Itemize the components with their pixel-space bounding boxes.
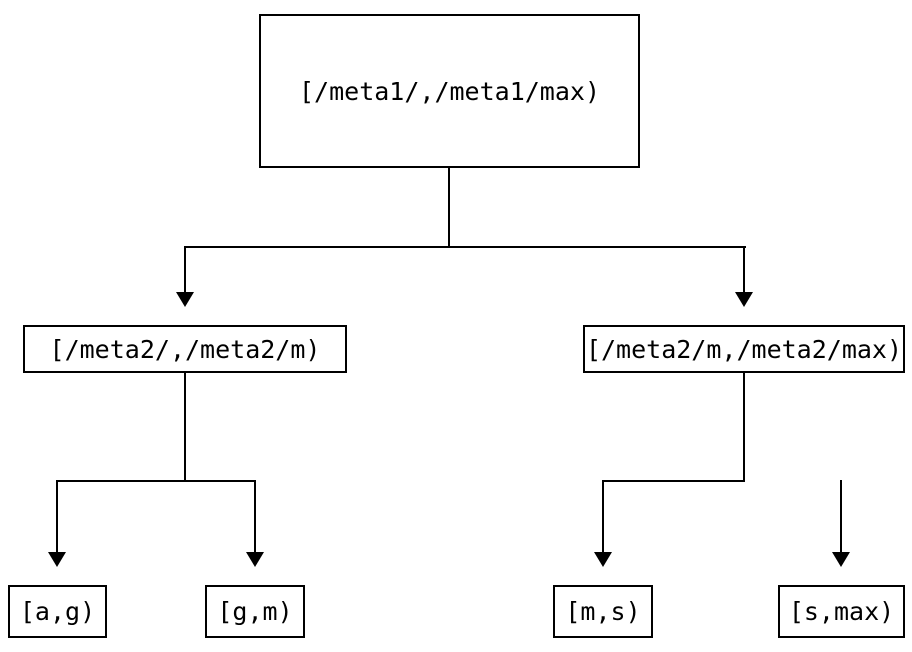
- edge-right-subtree-crossbar-line: [602, 480, 745, 482]
- node-root-label: [/meta1/,/meta1/max): [298, 76, 601, 106]
- edge-midleft-to-leaf-gm-line: [254, 480, 256, 552]
- edge-left-subtree-crossbar-line: [56, 480, 256, 482]
- node-mid-right-label: [/meta2/m,/meta2/max): [585, 334, 903, 364]
- node-leaf-ms: [m,s): [553, 585, 653, 638]
- node-leaf-smax-label: [s,max): [788, 597, 895, 626]
- node-leaf-ag-label: [a,g): [19, 597, 96, 626]
- edge-root-to-midright-line: [743, 246, 745, 292]
- edge-root-stem-line: [448, 168, 450, 247]
- node-leaf-gm-label: [g,m): [217, 597, 293, 626]
- edge-midleft-stem-line: [184, 373, 186, 481]
- edge-level1-crossbar-line: [184, 246, 746, 248]
- node-leaf-smax: [s,max): [778, 585, 905, 638]
- node-mid-left-label: [/meta2/,/meta2/m): [49, 334, 321, 364]
- node-leaf-ag: [a,g): [8, 585, 107, 638]
- edge-root-to-midleft-line: [184, 246, 186, 292]
- node-leaf-gm: [g,m): [205, 585, 305, 638]
- edge-midleft-to-leaf-ag-line: [56, 480, 58, 552]
- arrowhead-to-leaf-ms-icon: [594, 552, 612, 567]
- arrowhead-to-leaf-smax-icon: [832, 552, 850, 567]
- edge-midright-to-leaf-ms-line: [602, 480, 604, 552]
- node-mid-left: [/meta2/,/meta2/m): [23, 325, 347, 373]
- arrowhead-to-leaf-gm-icon: [246, 552, 264, 567]
- node-leaf-ms-label: [m,s): [565, 597, 641, 626]
- edge-midright-stem-line: [743, 373, 745, 481]
- arrowhead-to-leaf-ag-icon: [48, 552, 66, 567]
- edge-midright-to-leaf-smax-line: [840, 480, 842, 552]
- arrowhead-to-midright-icon: [735, 292, 753, 307]
- arrowhead-to-midleft-icon: [176, 292, 194, 307]
- node-mid-right: [/meta2/m,/meta2/max): [583, 325, 905, 373]
- node-root: [/meta1/,/meta1/max): [259, 14, 640, 168]
